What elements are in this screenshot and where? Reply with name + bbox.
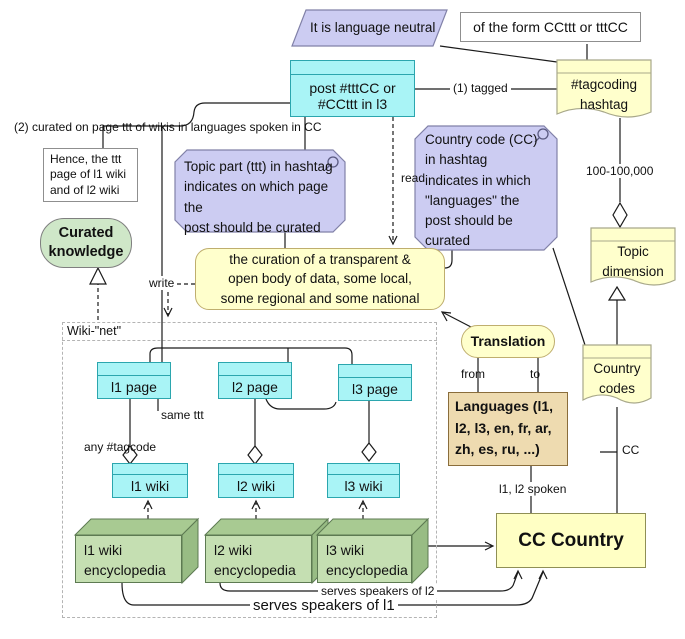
- edge-write: [167, 283, 195, 315]
- note-topic-part-shape: [174, 149, 346, 233]
- node-l2-wiki-label: l2 wiki: [236, 478, 276, 494]
- callout-language-neutral: [291, 9, 448, 47]
- node-l3-wiki-header: [328, 464, 399, 475]
- arrowhead-l3ency-country: [484, 541, 495, 551]
- arrowhead-write: [163, 307, 173, 318]
- aggregation-diamond-topicdim: [612, 201, 628, 229]
- node-l3-encyclopedia: l3 wiki encyclopedia: [317, 535, 412, 583]
- node-topic-dimension-label: Topic dimension: [602, 244, 664, 280]
- node-curated-knowledge: Curated knowledge: [40, 218, 132, 268]
- edge-label-from: from: [461, 367, 485, 381]
- node-l1-page-label: l1 page: [111, 379, 157, 395]
- edge-label-spoken: l1, l2 spoken: [497, 482, 569, 496]
- edge-pages-top: [149, 347, 353, 364]
- node-l1-wiki-label: l1 wiki: [130, 478, 170, 494]
- container-wiki-net-divider: [62, 340, 437, 341]
- node-cc-country: CC Country: [496, 513, 646, 568]
- edge-l2page-l3page: [265, 398, 337, 410]
- generalization-triangle-topicdim: [607, 285, 627, 301]
- cuboid-side-l1: [181, 517, 199, 585]
- aggregation-diamond-l3wiki: [361, 442, 377, 462]
- edge-countrynote-curation: [444, 250, 453, 269]
- node-l1-page-header: [98, 363, 170, 376]
- node-languages: Languages (l1, l2, l3, en, fr, ar, zh, e…: [448, 392, 568, 466]
- node-post-header: [291, 61, 414, 75]
- node-l2-page-header: [219, 363, 291, 376]
- note-topic-part-text: Topic part (ttt) in hashtag indicates on…: [184, 159, 333, 235]
- node-l2-page-label: l2 page: [232, 379, 278, 395]
- note-form-text: of the form CCttt or tttCC: [473, 19, 628, 35]
- edge-label-read: read: [401, 171, 426, 185]
- arrowhead-l1ency: [143, 499, 153, 510]
- edge-serves-l2: [219, 571, 519, 592]
- node-translation: Translation: [461, 325, 555, 358]
- node-country-codes-shape: [582, 344, 652, 404]
- node-post: post #tttCC or #CCttt in l3: [290, 60, 415, 117]
- node-topic-dimension-shape: [590, 227, 676, 286]
- edge-label-serves-l2: serves speakers of l2: [318, 584, 438, 598]
- arrowhead-l2ency: [251, 499, 261, 510]
- edge-label-curated: (2) curated on page ttt of wikis in lang…: [14, 120, 322, 134]
- magnifier-icon: [324, 156, 339, 171]
- arrowhead-serves-l2: [513, 569, 523, 580]
- edge-label-serves-l1: serves speakers of l1: [250, 597, 398, 614]
- edge-label-multiplicity: 100-100,000: [583, 164, 657, 178]
- node-country-codes-label: Country codes: [593, 361, 641, 397]
- node-hashtag-label: #tagcoding hashtag: [570, 77, 638, 113]
- node-l1-encyclopedia: l1 wiki encyclopedia: [75, 535, 182, 583]
- edge-label-tagged: (1) tagged: [450, 81, 511, 95]
- node-l3-page: l3 page: [338, 364, 412, 401]
- edge-countrynote-codes: [552, 247, 586, 346]
- arrowhead-serves-l1: [538, 569, 548, 580]
- cuboid-side-l3: [411, 517, 429, 585]
- edge-label-cc: CC: [619, 443, 643, 457]
- edge-curated-on-page: [102, 102, 290, 148]
- edge-label-same-ttt: same ttt: [161, 408, 204, 422]
- container-wiki-net-label: Wiki-"net": [67, 324, 122, 338]
- node-l3-page-label: l3 page: [352, 381, 398, 397]
- note-country-code-shape: [414, 125, 558, 251]
- node-l3-wiki-label: l3 wiki: [344, 478, 383, 494]
- node-l3-page-header: [339, 365, 411, 378]
- edge-serves-l1: [121, 571, 544, 606]
- arrowhead-l3ency: [358, 499, 368, 510]
- container-wiki-net: [62, 322, 437, 618]
- node-l2-wiki-header: [219, 464, 293, 475]
- node-curation: the curation of a transparent & open bod…: [195, 248, 445, 310]
- edge-neutral-hashtag: [439, 45, 558, 63]
- arrowhead-translation: [440, 311, 452, 322]
- node-post-label: post #tttCC or #CCttt in l3: [309, 79, 396, 112]
- edge-translation-curation: [441, 311, 472, 328]
- node-l2-page: l2 page: [218, 362, 292, 399]
- node-l1-page: l1 page: [97, 362, 171, 399]
- note-hence: Hence, the ttt page of l1 wiki and of l2…: [43, 148, 138, 202]
- node-l2-encyclopedia: l2 wiki encyclopedia: [205, 535, 312, 583]
- realization-triangle-knowledge: [89, 266, 107, 285]
- arrowhead-read: [388, 235, 398, 246]
- edge-label-write: write: [146, 276, 178, 290]
- node-l3-wiki: l3 wiki: [327, 463, 400, 498]
- node-l2-wiki: l2 wiki: [218, 463, 294, 498]
- note-country-code-text: Country code (CC) in hashtag indicates i…: [425, 132, 538, 249]
- edge-label-any-tagcode: any #tagcode: [84, 440, 157, 454]
- node-l1-wiki-header: [113, 464, 187, 475]
- note-form: of the form CCttt or tttCC: [460, 12, 641, 42]
- note-hence-text: Hence, the ttt page of l1 wiki and of l2…: [50, 151, 127, 197]
- callout-language-neutral-text: It is language neutral: [310, 20, 436, 35]
- node-l1-wiki: l1 wiki: [112, 463, 188, 498]
- node-hashtag-shape: [556, 59, 652, 118]
- magnifier-icon: [534, 128, 549, 143]
- edge-label-to: to: [530, 367, 541, 381]
